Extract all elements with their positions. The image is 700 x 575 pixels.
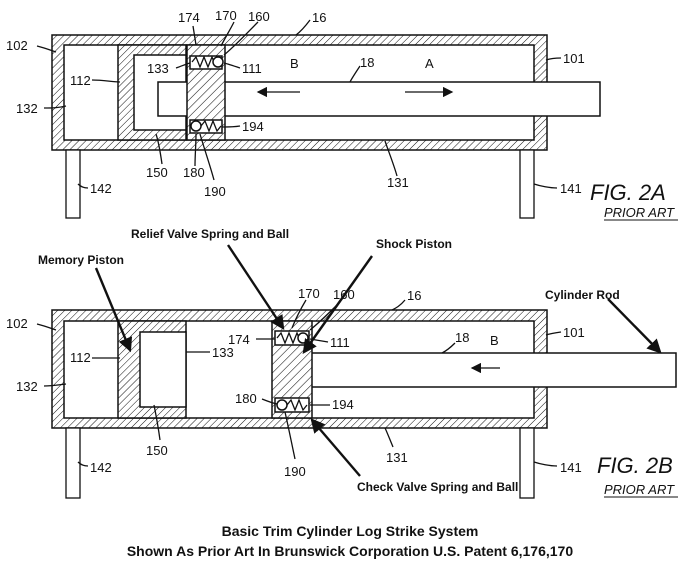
memory-piston-112 bbox=[117, 320, 187, 419]
ref-131: 131 bbox=[387, 175, 409, 190]
leader-lines-2a bbox=[36, 19, 562, 189]
mount-leg-141 bbox=[519, 149, 535, 219]
relief-valve-spring-ball-174 bbox=[189, 55, 224, 70]
ref-112: 112 bbox=[70, 73, 91, 88]
prior-art-label-2b: PRIOR ART bbox=[604, 482, 675, 497]
cylinder-rod-18 bbox=[157, 81, 601, 117]
ref-142: 142 bbox=[90, 181, 112, 196]
ref-194: 194 bbox=[242, 119, 264, 134]
figure-2b: Relief Valve Spring and Ball Shock Pisto… bbox=[6, 227, 678, 499]
ref-18: 18 bbox=[360, 55, 374, 70]
ref-170: 170 bbox=[215, 8, 237, 23]
ref-112: 112 bbox=[70, 350, 91, 365]
ref-133: 133 bbox=[212, 345, 234, 360]
ref-102: 102 bbox=[6, 38, 28, 53]
ref-101: 101 bbox=[563, 51, 585, 66]
figure-2a: 174 170 160 16 102 101 112 133 111 18 B … bbox=[6, 8, 678, 221]
ref-174: 174 bbox=[228, 332, 250, 347]
ref-101: 101 bbox=[563, 325, 585, 340]
annotation-shock-piston: Shock Piston bbox=[376, 237, 452, 251]
mount-leg-142 bbox=[65, 149, 81, 219]
ref-142: 142 bbox=[90, 460, 112, 475]
caption-line-2: Shown As Prior Art In Brunswick Corporat… bbox=[127, 543, 573, 559]
ref-132: 132 bbox=[16, 101, 38, 116]
ref-b: B bbox=[490, 333, 499, 348]
annotation-relief-valve: Relief Valve Spring and Ball bbox=[131, 227, 289, 241]
ref-16: 16 bbox=[312, 10, 326, 25]
ref-141: 141 bbox=[560, 460, 582, 475]
ref-150: 150 bbox=[146, 165, 168, 180]
cylinder-rod-18 bbox=[303, 352, 677, 388]
ref-131: 131 bbox=[386, 450, 408, 465]
figure-title-2a: FIG. 2A bbox=[590, 180, 666, 205]
relief-valve-spring-ball-174 bbox=[274, 330, 310, 346]
caption-line-1: Basic Trim Cylinder Log Strike System bbox=[222, 523, 479, 539]
ref-194: 194 bbox=[332, 397, 354, 412]
ref-190: 190 bbox=[284, 464, 306, 479]
ref-132: 132 bbox=[16, 379, 38, 394]
ref-180: 180 bbox=[235, 391, 257, 406]
ref-111: 111 bbox=[330, 335, 350, 350]
ref-150: 150 bbox=[146, 443, 168, 458]
ref-190: 190 bbox=[204, 184, 226, 199]
ref-a: A bbox=[425, 56, 434, 71]
check-valve-spring-ball-190 bbox=[189, 119, 223, 134]
prior-art-label-2a: PRIOR ART bbox=[604, 205, 675, 220]
ref-160: 160 bbox=[248, 9, 270, 24]
ref-16: 16 bbox=[407, 288, 421, 303]
ref-133: 133 bbox=[147, 61, 169, 76]
ref-160: 160 bbox=[333, 287, 355, 302]
leader-lines-2b bbox=[36, 299, 562, 467]
annotation-memory-piston: Memory Piston bbox=[38, 253, 124, 267]
mount-leg-141 bbox=[519, 427, 535, 499]
annotation-cylinder-rod: Cylinder Rod bbox=[545, 288, 620, 302]
figure-title-2b: FIG. 2B bbox=[597, 453, 673, 478]
ref-141: 141 bbox=[560, 181, 582, 196]
ref-180: 180 bbox=[183, 165, 205, 180]
ref-174: 174 bbox=[178, 10, 200, 25]
ref-18: 18 bbox=[455, 330, 469, 345]
ref-111: 111 bbox=[242, 61, 262, 76]
ref-102: 102 bbox=[6, 316, 28, 331]
mount-leg-142 bbox=[65, 427, 81, 499]
ref-170: 170 bbox=[298, 286, 320, 301]
check-valve-spring-ball-190 bbox=[274, 397, 310, 413]
annotation-check-valve: Check Valve Spring and Ball bbox=[357, 480, 518, 494]
ref-b: B bbox=[290, 56, 299, 71]
